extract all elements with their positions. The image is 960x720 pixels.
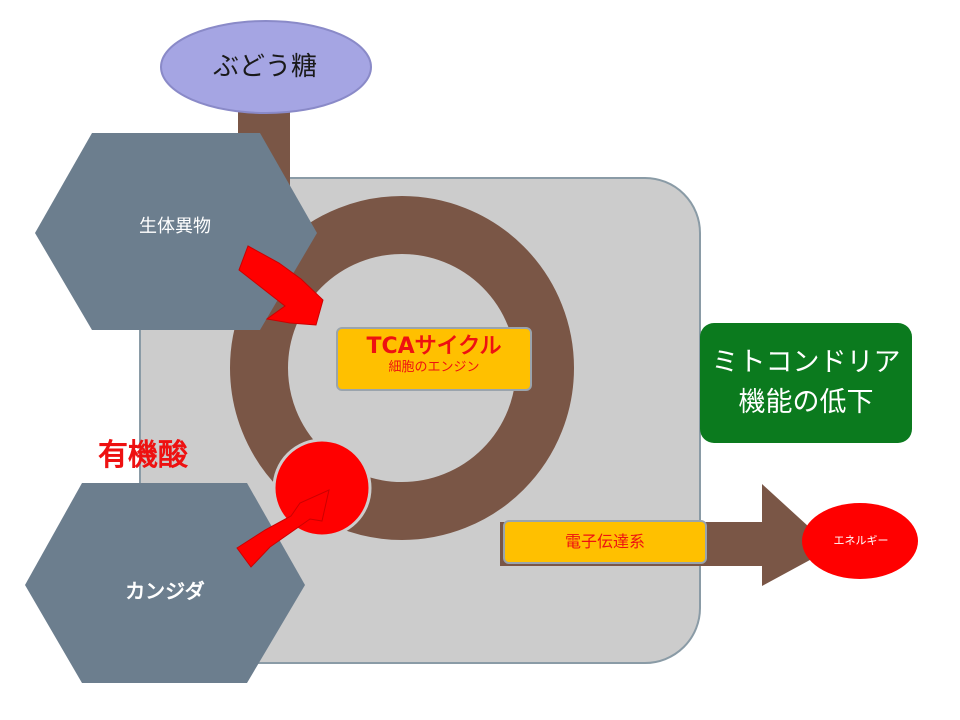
mitochondria-line2: 機能の低下 xyxy=(738,387,874,418)
xenobiotics-arrow xyxy=(238,245,324,326)
mitochondria-box: ミトコンドリア 機能の低下 xyxy=(700,323,912,443)
xenobiotics-hexagon xyxy=(35,133,317,330)
tca-cycle-box: TCAサイクル 細胞のエンジン xyxy=(336,327,532,391)
glucose-ellipse xyxy=(160,20,372,114)
organic-acid-label: 有機酸 xyxy=(98,438,188,473)
electron-transport-box: 電子伝達系 xyxy=(503,520,707,564)
tca-cycle-title: TCAサイクル xyxy=(366,334,502,359)
energy-ellipse xyxy=(802,503,918,579)
mitochondria-line1: ミトコンドリア xyxy=(711,347,901,378)
tca-ring xyxy=(230,196,574,540)
energy-label: エネルギー xyxy=(833,534,889,547)
glucose-label: ぶどう糖 xyxy=(212,52,317,82)
xenobiotics-label: 生体異物 xyxy=(139,216,211,237)
candida-hexagon xyxy=(25,483,305,683)
candida-label: カンジダ xyxy=(125,579,205,603)
candida-arrow xyxy=(236,489,330,568)
tca-cycle-subtitle: 細胞のエンジン xyxy=(388,360,480,375)
